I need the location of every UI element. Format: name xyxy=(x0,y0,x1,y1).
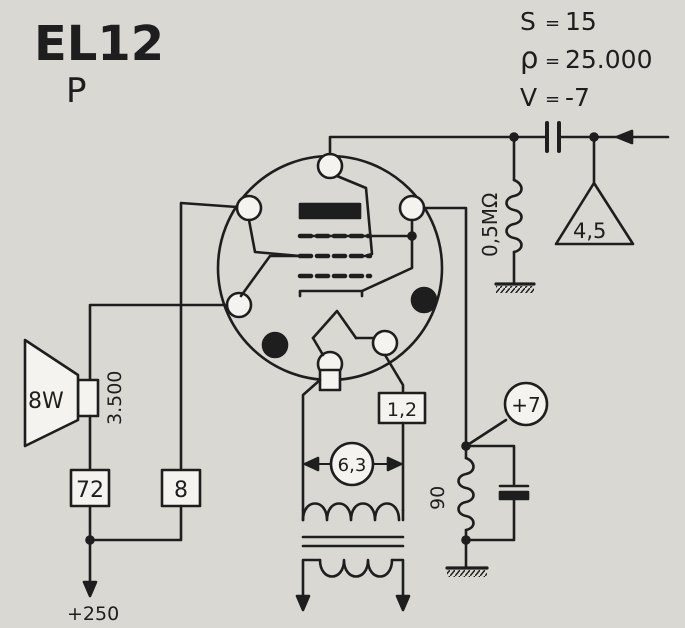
heater-current-box xyxy=(377,391,427,425)
wire-anode xyxy=(88,303,229,382)
wire-bypass-bottom xyxy=(464,497,516,542)
grid-resistor xyxy=(505,178,523,254)
param-value-v: -7 xyxy=(565,83,590,112)
input-arrow-icon xyxy=(615,129,634,145)
link-heater-left xyxy=(311,336,325,357)
param-eq-v: = xyxy=(545,89,560,110)
junction-cathode-ground xyxy=(461,535,471,545)
param-symbol-v: V xyxy=(520,83,537,112)
mains-arrow-right-icon xyxy=(395,594,411,612)
supply-voltage-label: +250 xyxy=(67,603,119,625)
pin-anode xyxy=(225,291,253,319)
ground-grid-hatch xyxy=(496,286,534,293)
heater-voltage-label: 6,3 xyxy=(338,455,367,476)
input-amplitude-triangle xyxy=(554,181,635,246)
link-screen xyxy=(247,218,302,258)
wire-grid-input xyxy=(328,135,549,156)
transformer-impedance-label: 3.500 xyxy=(104,371,126,425)
tube-type-label: EL12 xyxy=(34,16,164,72)
output-transformer xyxy=(76,378,100,418)
wire-cathode xyxy=(422,206,468,448)
wire-screen-grid xyxy=(179,201,239,472)
mode-label: P xyxy=(66,71,87,111)
pin-unused-right xyxy=(410,286,438,314)
param-eq-s: = xyxy=(545,13,560,34)
filament xyxy=(311,309,358,340)
cathode-resistor xyxy=(457,456,475,532)
heater-voltage-circle xyxy=(329,441,375,487)
link-anode xyxy=(239,254,302,298)
heater-pin-block xyxy=(318,368,342,392)
tube-pins xyxy=(225,152,426,378)
wire-bypass-top xyxy=(464,444,516,486)
pin-screen xyxy=(235,194,263,222)
param-value-s: 15 xyxy=(565,7,597,36)
speaker-icon xyxy=(23,338,80,448)
ground-cathode-hatch xyxy=(447,570,487,577)
wire-primary-left xyxy=(301,558,322,602)
link-suppressor xyxy=(298,218,414,238)
wire-screen-to-supply xyxy=(88,504,183,542)
dimension-arrow-right-icon xyxy=(386,456,403,472)
cathode-voltage-label: +7 xyxy=(511,393,540,417)
pin-right-upper xyxy=(398,194,426,222)
anode-plate xyxy=(298,202,362,220)
junction-supply xyxy=(85,535,95,545)
tube-electrodes xyxy=(239,174,414,357)
link-cathode xyxy=(360,234,414,293)
anode-current-box xyxy=(69,468,111,508)
param-value-rho: 25.000 xyxy=(565,45,652,74)
junction-internal xyxy=(407,231,417,241)
tube-parameters: S = 15 ρ = 25.000 V = -7 xyxy=(520,7,652,112)
cathode-resistor-label: 90 xyxy=(427,486,449,510)
mains-arrow-left-icon xyxy=(295,594,311,612)
wire-cathode-voltage xyxy=(464,418,508,448)
cathode-voltage-circle xyxy=(503,381,549,427)
pin-grid1 xyxy=(316,152,344,180)
anode-current-label: 72 xyxy=(76,478,104,503)
dimension-arrow-left-icon xyxy=(303,456,320,472)
supply-arrow-icon xyxy=(82,580,98,598)
wire-primary-right xyxy=(390,558,405,602)
screen-current-box xyxy=(160,468,202,508)
wire-heater-left xyxy=(301,378,322,512)
wire-heater-right xyxy=(383,353,405,395)
screen-current-label: 8 xyxy=(174,478,188,503)
heater-transformer-primary xyxy=(318,558,394,578)
param-symbol-s: S xyxy=(520,7,536,36)
tube-envelope xyxy=(216,154,444,382)
pin-heater-right xyxy=(371,329,399,357)
speaker-power-label: 8W xyxy=(28,389,64,414)
input-amplitude-label: 4,5 xyxy=(573,219,606,243)
param-eq-rho: = xyxy=(545,51,560,72)
pin-unused-left xyxy=(261,331,289,359)
link-grid1 xyxy=(335,174,374,258)
heater-current-label: 1,2 xyxy=(387,399,417,421)
heater-transformer-secondary xyxy=(301,502,401,522)
param-symbol-rho: ρ xyxy=(520,41,538,75)
grid-resistor-label: 0,5MΩ xyxy=(478,193,502,257)
cathode xyxy=(298,289,364,298)
